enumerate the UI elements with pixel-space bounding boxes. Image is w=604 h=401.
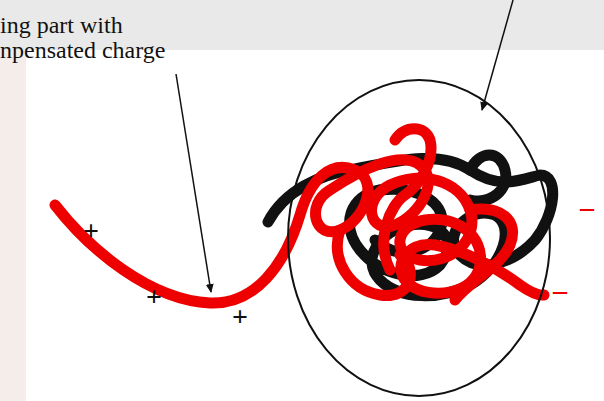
- tangle-ellipse: [288, 80, 550, 396]
- caption-text: ing part with: [0, 12, 123, 38]
- charge-symbol: +: [146, 282, 162, 313]
- charge-symbol: +: [83, 216, 99, 247]
- charge-symbol: +: [232, 302, 248, 333]
- leader-arrow: [176, 74, 211, 292]
- caption-text: npensated charge: [0, 37, 165, 63]
- leader-arrow: [482, 0, 513, 110]
- charge-symbol: –: [580, 192, 594, 223]
- red-chain: [55, 129, 544, 303]
- charge-symbol: –: [553, 275, 567, 306]
- white-panel: [26, 50, 604, 401]
